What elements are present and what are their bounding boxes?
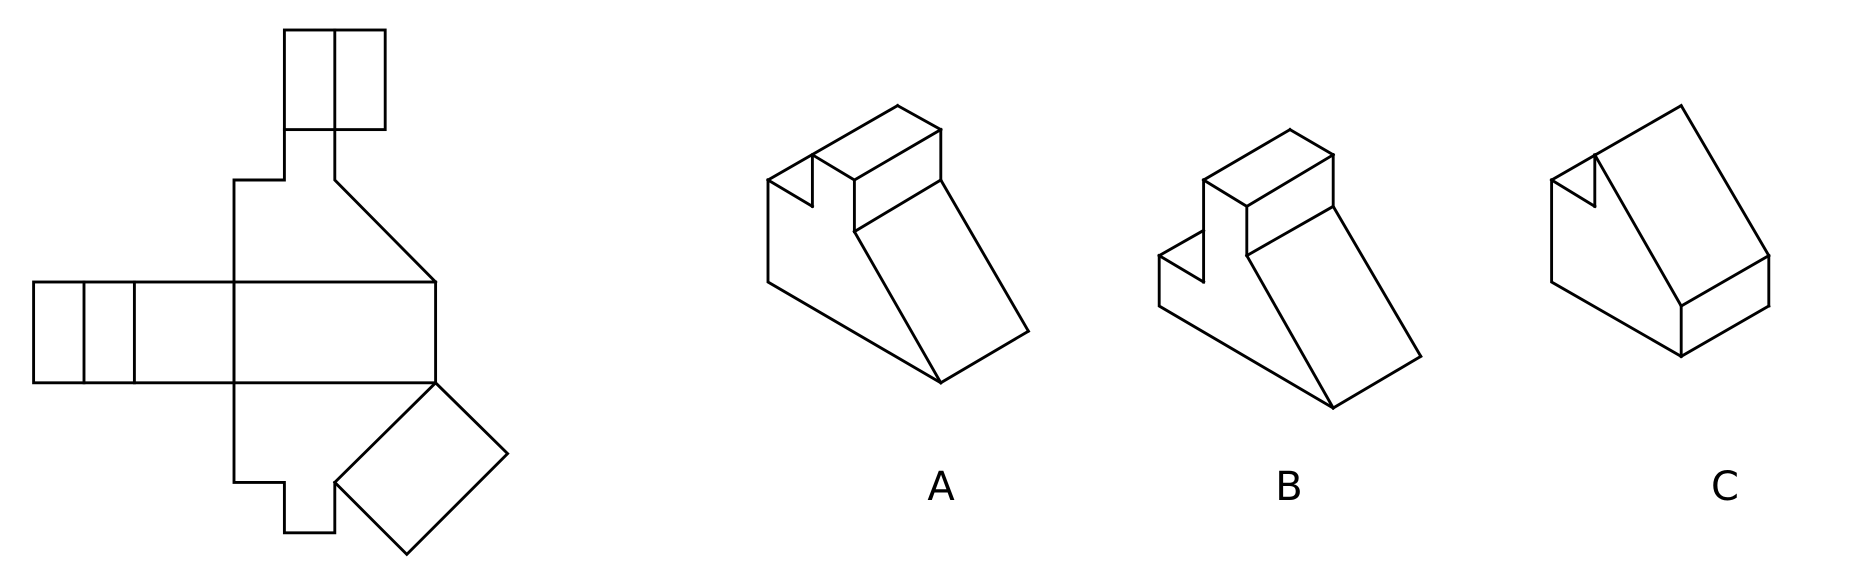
option-a-figure[interactable]: [766, 103, 1031, 385]
unfolded-net: [32, 28, 510, 557]
option-c-label[interactable]: C: [1711, 464, 1739, 510]
option-c-figure[interactable]: [1549, 103, 1771, 359]
net-rotated-square: [332, 380, 510, 557]
net-center-face: [232, 280, 438, 385]
net-lower-step: [232, 381, 337, 535]
net-upper-slant: [333, 128, 438, 285]
net-upper-step: [232, 128, 286, 284]
option-b-label[interactable]: B: [1275, 464, 1302, 510]
option-b-figure[interactable]: [1157, 127, 1423, 410]
option-a-label[interactable]: A: [927, 464, 955, 510]
